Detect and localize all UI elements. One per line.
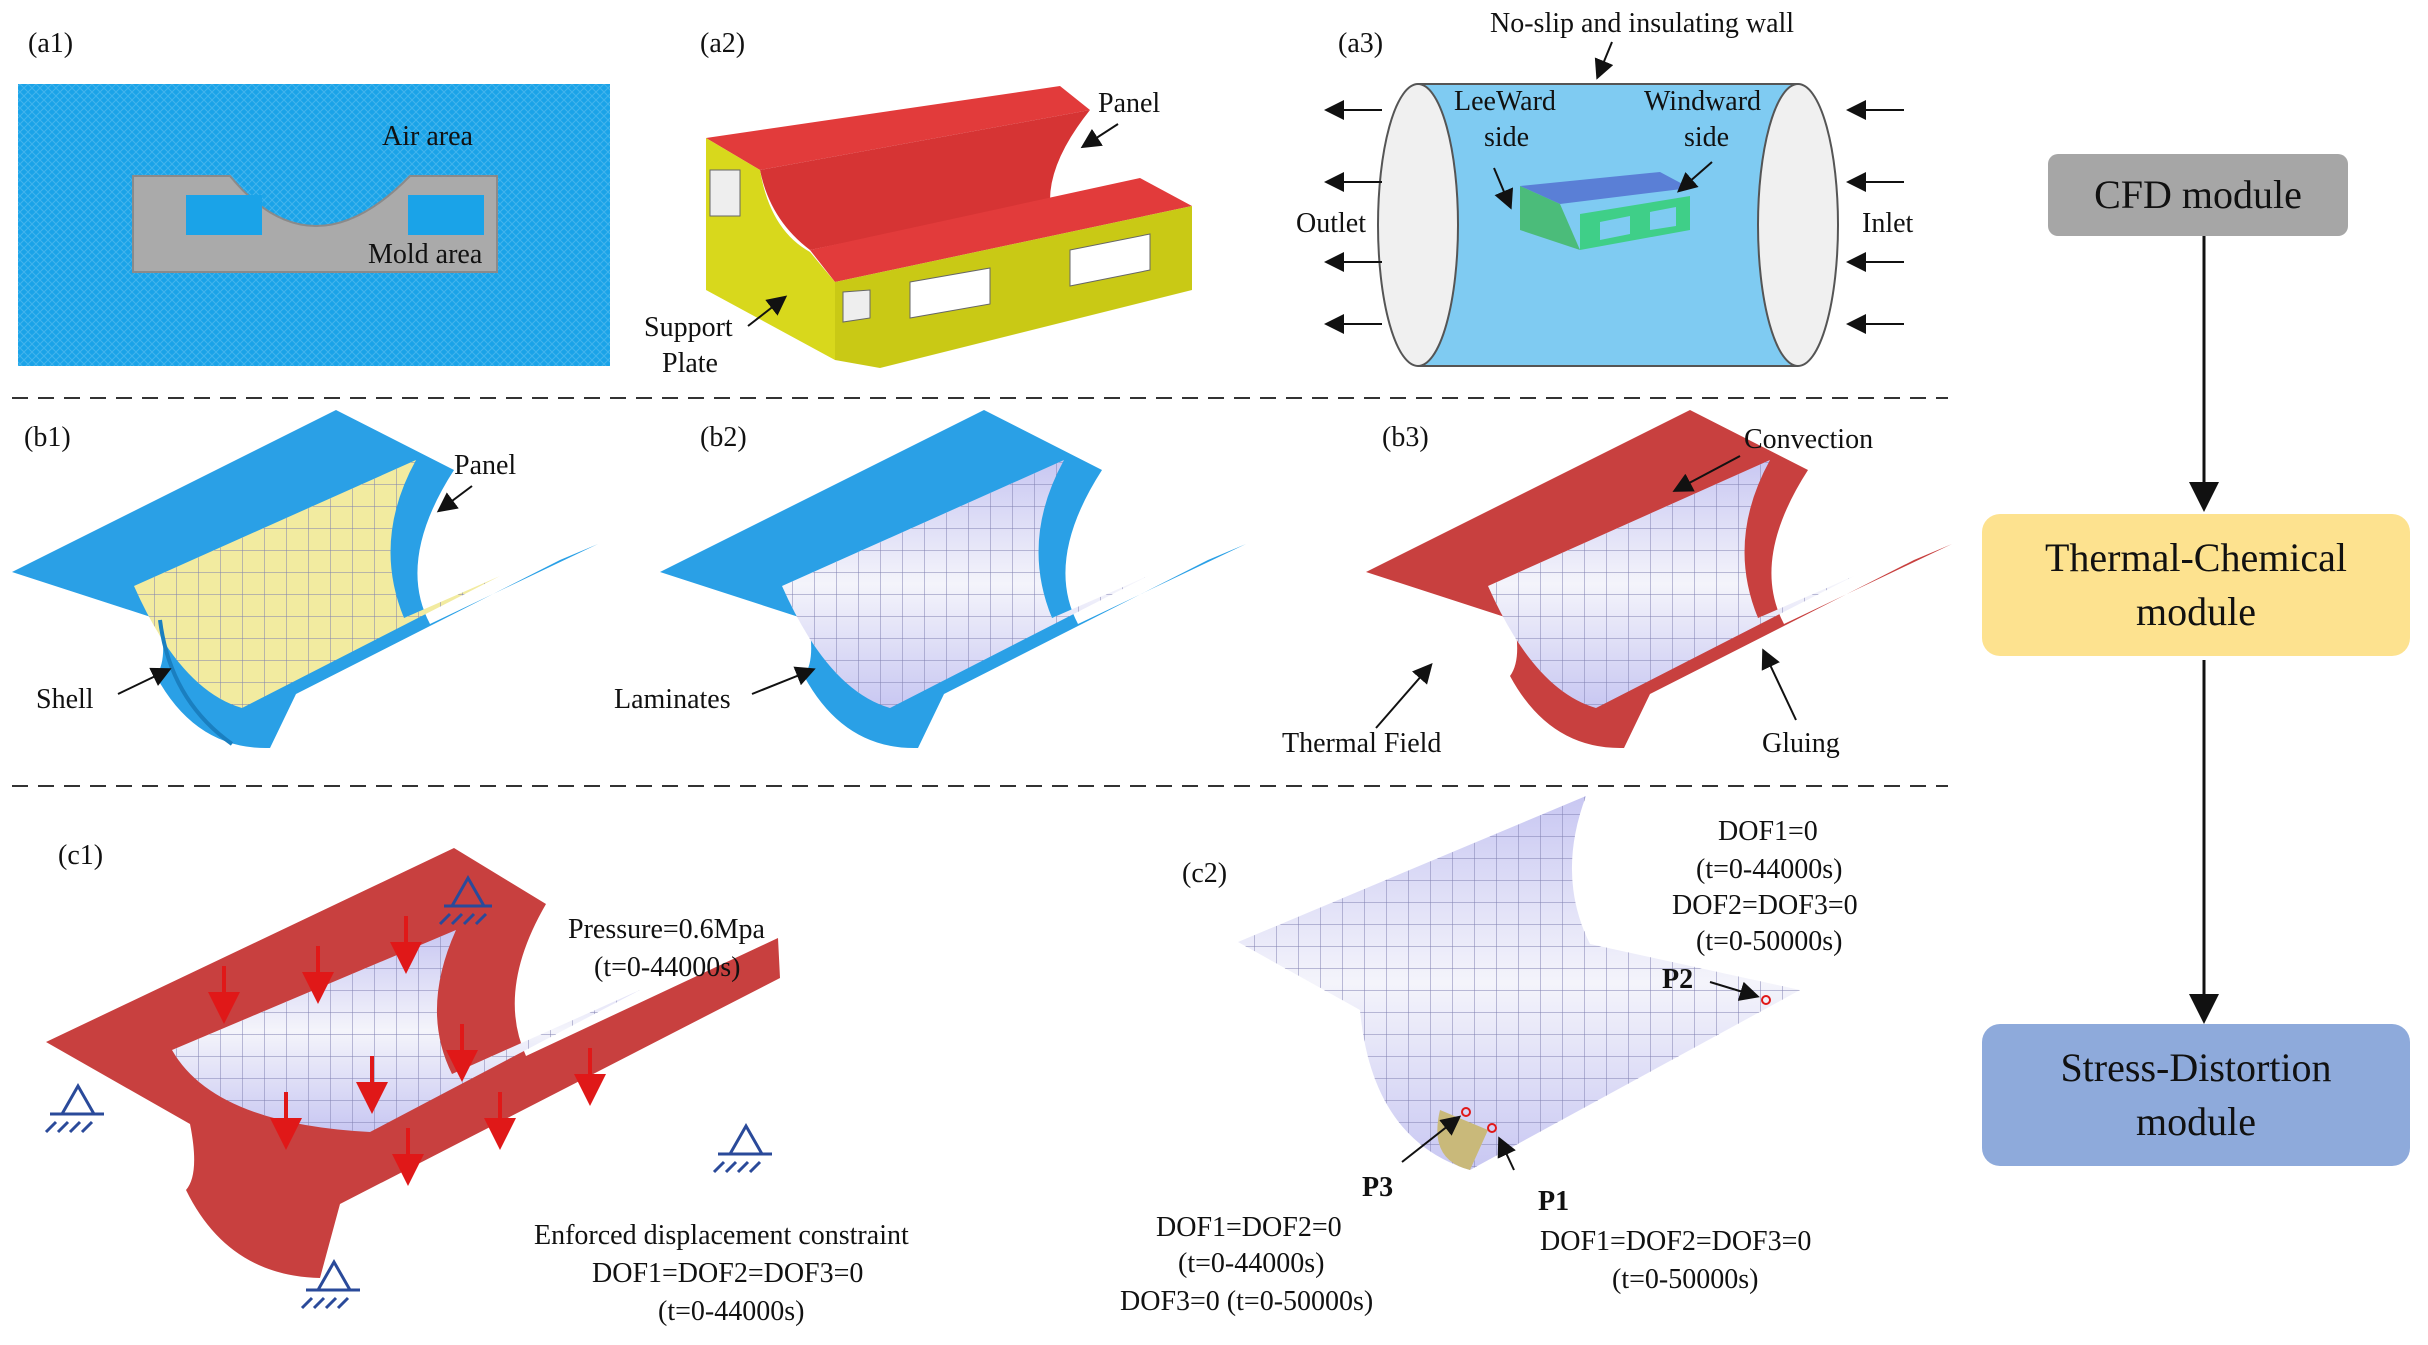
outlet-label: Outlet [1296,208,1366,239]
mold-area-shape [132,175,498,273]
thermal-field-label: Thermal Field [1282,728,1441,759]
laminates-label: Laminates [614,684,731,715]
panel-b2-tag: (b2) [700,422,747,453]
stress-distortion-module-label-2: module [2136,1099,2256,1144]
p3-dof12-label: DOF1=DOF2=0 [1156,1212,1342,1243]
stress-distortion-module-label-1: Stress-Distortion [2060,1045,2332,1090]
air-area-label: Air area [382,121,474,152]
p2-time1-label: (t=0-44000s) [1696,854,1842,885]
gluing-label: Gluing [1762,728,1840,759]
enforced-label: Enforced displacement constraint [534,1220,909,1251]
p3-label: P3 [1362,1172,1393,1203]
flow-arrows [1324,100,1904,334]
cfd-module-box: CFD module [2048,154,2348,236]
panel-c2-tag: (c2) [1182,858,1227,889]
fixed-support-icon [44,874,772,1310]
p2-time2-label: (t=0-50000s) [1696,926,1842,957]
thermal-chemical-module-label-1: Thermal-Chemical [2044,535,2348,580]
b1-panel-model [12,410,598,749]
enforced-time-label: (t=0-44000s) [658,1296,804,1327]
panel-c1-tag: (c1) [58,840,103,871]
panel-a1-tag: (a1) [28,28,73,59]
p1-dof-label: DOF1=DOF2=DOF3=0 [1540,1226,1811,1257]
panel-b1-tag: (b1) [24,422,71,453]
support-label-1: Support [644,312,733,343]
pressure-label: Pressure=0.6Mpa [568,914,766,945]
p2-dof23-label: DOF2=DOF3=0 [1672,890,1858,921]
thermal-chemical-module-label-2: module [2136,589,2256,634]
pressure-arrows [208,916,606,1186]
leeward-label-1: LeeWard [1454,86,1556,117]
pressure-time-label: (t=0-44000s) [594,952,740,983]
inlet-label: Inlet [1862,208,1914,239]
panel-a2-tag: (a2) [700,28,745,59]
thermal-chemical-module-box: Thermal-Chemical module [1982,514,2410,656]
windward-label-2: side [1684,122,1729,153]
convection-label: Convection [1744,424,1873,455]
cfd-module-label: CFD module [2094,172,2302,217]
b3-thermal-model [1366,410,1952,749]
p2-dof1-label: DOF1=0 [1718,816,1818,847]
p1-time-label: (t=0-50000s) [1612,1264,1758,1295]
leeward-label-2: side [1484,122,1529,153]
enforced-dof-label: DOF1=DOF2=DOF3=0 [592,1258,863,1289]
wall-label: No-slip and insulating wall [1490,8,1794,39]
p2-label: P2 [1662,964,1693,995]
panel-a3-tag: (a3) [1338,28,1383,59]
windward-label-1: Windward [1644,86,1761,117]
b2-laminate-model [660,410,1246,749]
p3-dof3-label: DOF3=0 (t=0-50000s) [1120,1286,1373,1317]
panel-b3-tag: (b3) [1382,422,1429,453]
tunnel-mold-model [1520,172,1690,250]
support-label-2: Plate [662,348,718,379]
panel-label-a2: Panel [1098,88,1160,119]
mold-area-label: Mold area [368,239,483,270]
stress-distortion-module-box: Stress-Distortion module [1982,1024,2410,1166]
shell-label: Shell [36,684,94,715]
p3-time1-label: (t=0-44000s) [1178,1248,1324,1279]
b1-panel-label: Panel [454,450,516,481]
p1-label: P1 [1538,1186,1569,1217]
c1-constraint-model [46,848,780,1278]
support-plate-model [706,86,1192,368]
